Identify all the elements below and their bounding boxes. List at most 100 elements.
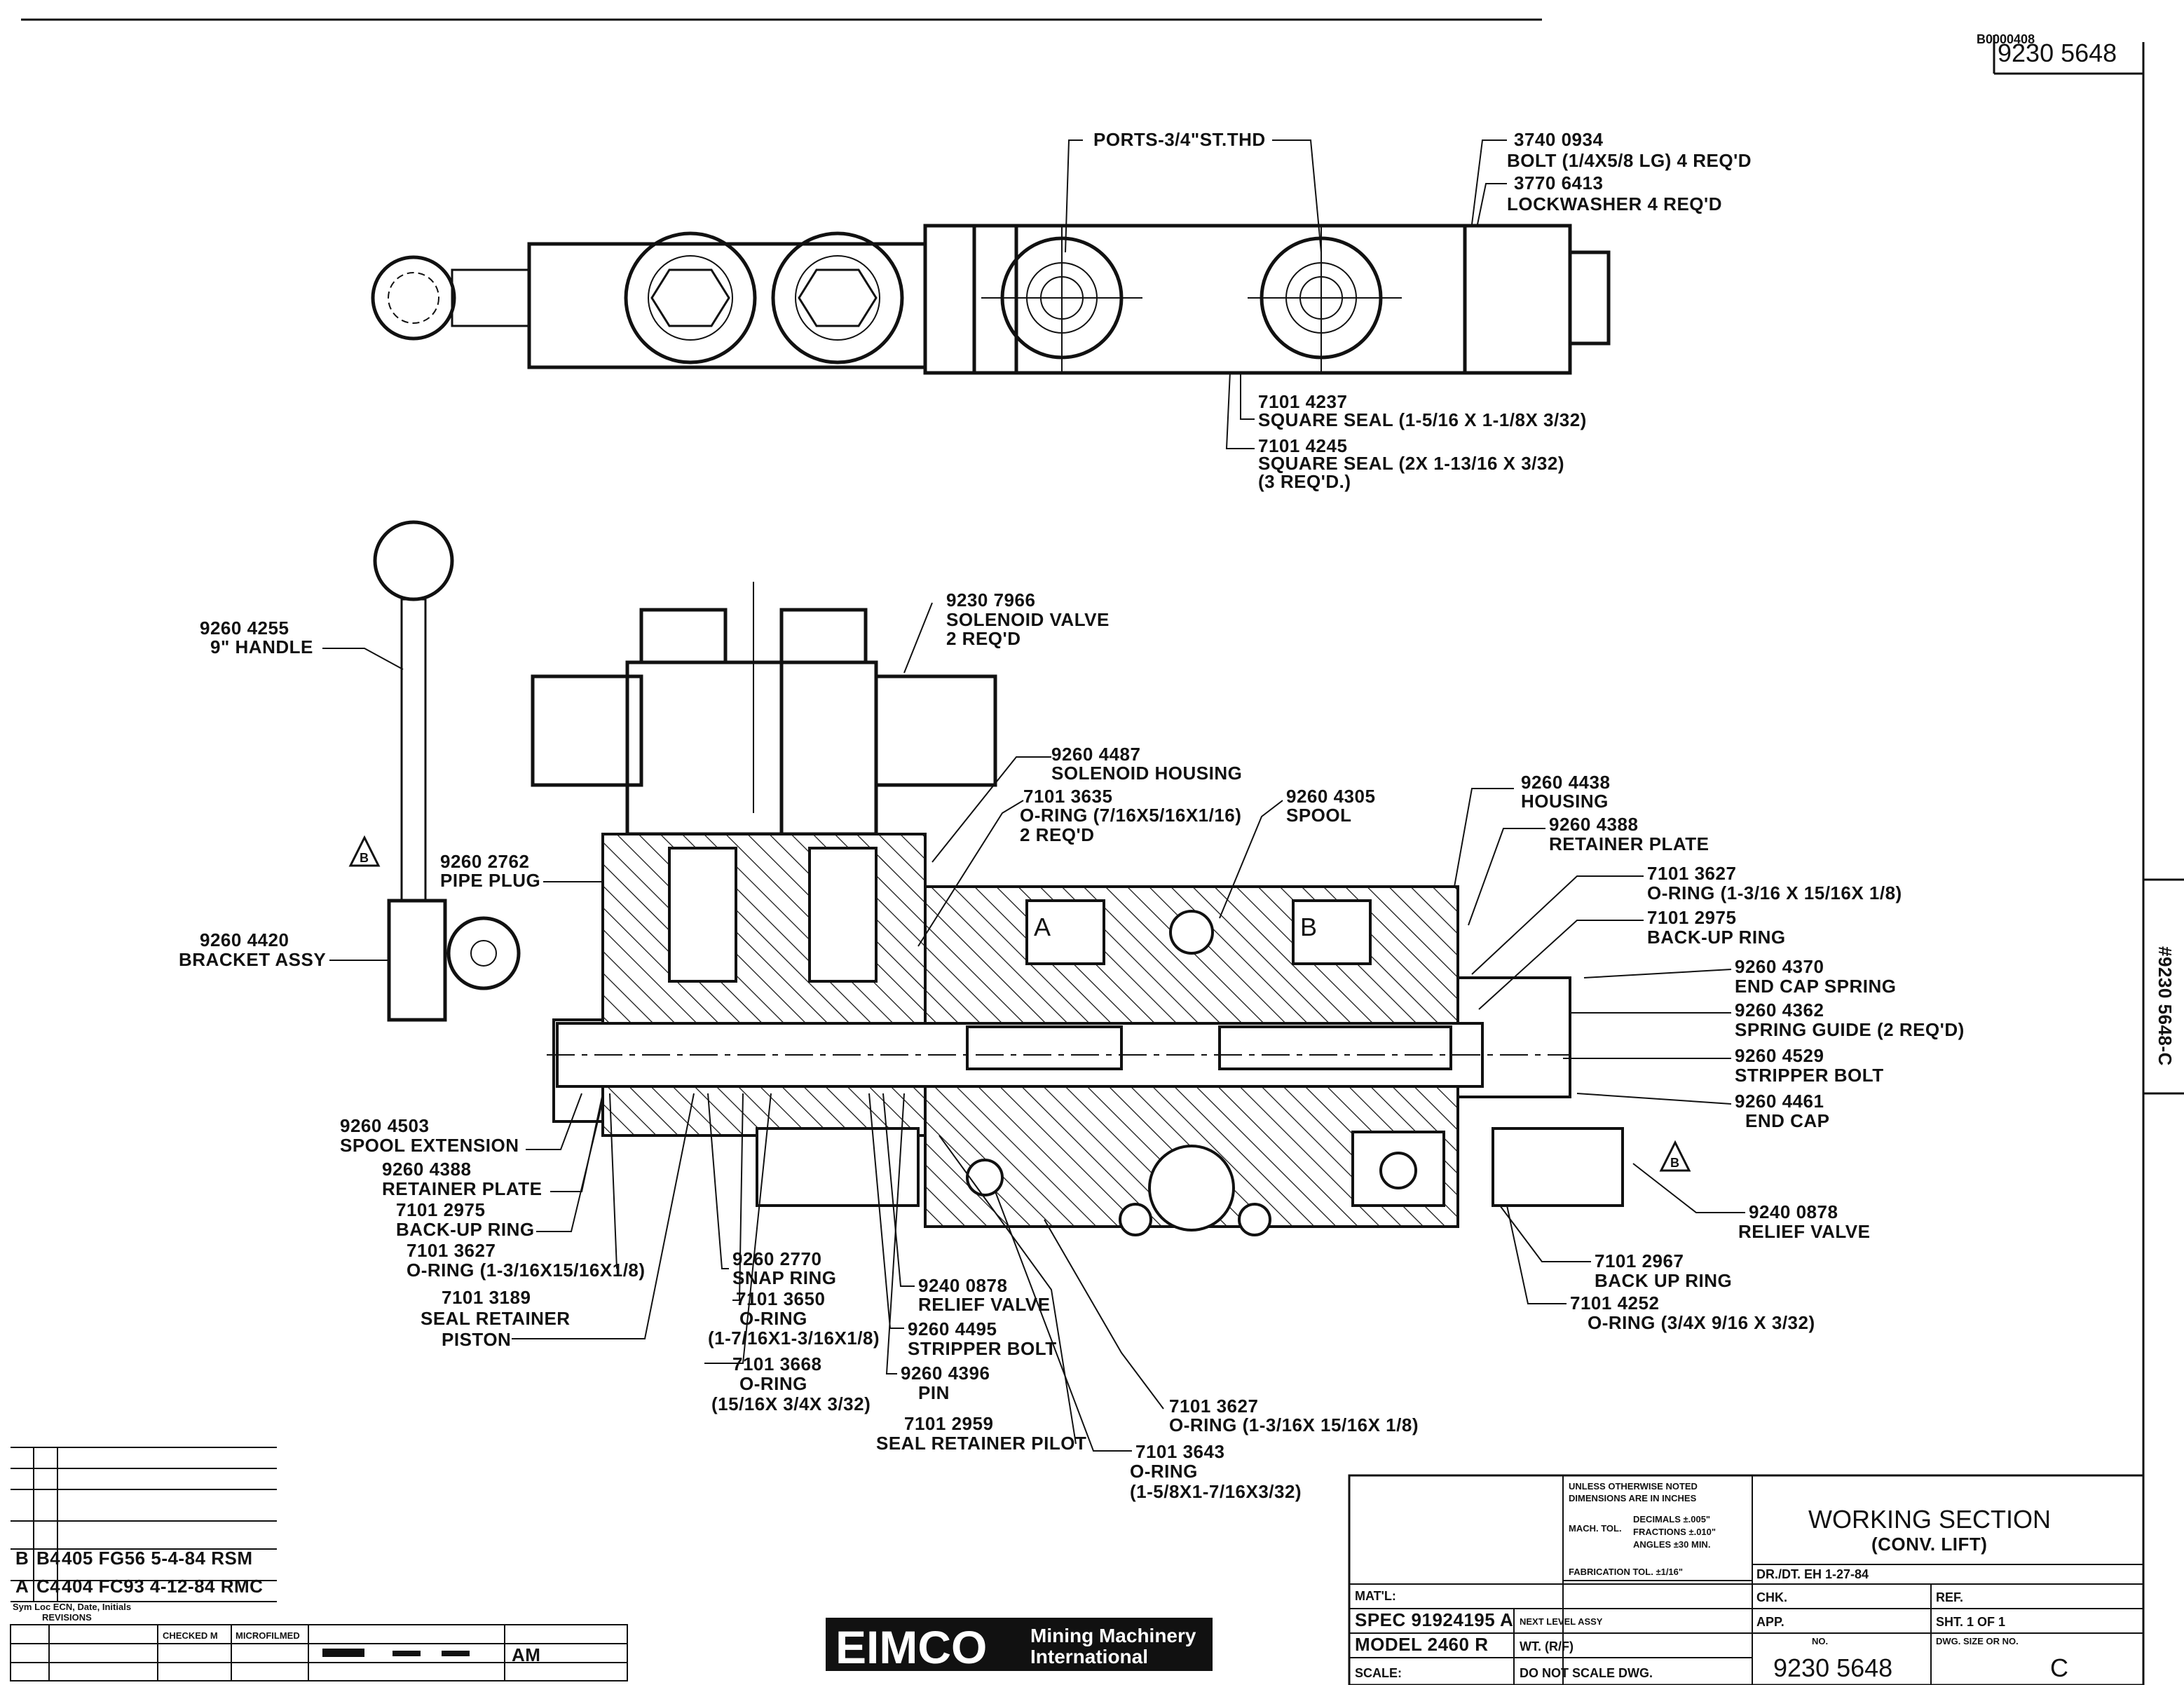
svg-text:B: B bbox=[360, 851, 369, 865]
tb-mach-tol: MACH. TOL. bbox=[1569, 1523, 1622, 1534]
tb-notes-2: DIMENSIONS ARE IN INCHES bbox=[1569, 1493, 1697, 1503]
tb-drdt: DR./DT. EH 1-27-84 bbox=[1756, 1567, 1869, 1581]
tb-number: 9230 5648 bbox=[1773, 1653, 1892, 1682]
label-oring-3643: 7101 3643 O-RING (1-5/8X1-7/16X3/32) bbox=[1130, 1441, 1302, 1502]
svg-text:AM: AM bbox=[512, 1644, 540, 1665]
svg-text:O-RING: O-RING bbox=[1130, 1461, 1198, 1482]
svg-text:BOLT (1/4X5/8 LG) 4 REQ'D: BOLT (1/4X5/8 LG) 4 REQ'D bbox=[1507, 150, 1752, 171]
svg-text:(1-7/16X1-3/16X1/8): (1-7/16X1-3/16X1/8) bbox=[708, 1328, 880, 1349]
svg-text:7101 3627: 7101 3627 bbox=[407, 1240, 496, 1261]
svg-text:7101 2959: 7101 2959 bbox=[904, 1413, 993, 1434]
section-view bbox=[373, 520, 1624, 1236]
svg-text:9260 4420: 9260 4420 bbox=[200, 929, 289, 950]
sheet-border bbox=[21, 18, 2184, 1685]
svg-text:B: B bbox=[1670, 1156, 1679, 1170]
port-a-letter: A bbox=[1034, 913, 1051, 941]
rev-cols: Sym Loc ECN, Date, Initials bbox=[13, 1602, 131, 1612]
tb-do-not-scale: DO NOT SCALE DWG. bbox=[1520, 1666, 1653, 1680]
svg-text:MICROFILMED: MICROFILMED bbox=[236, 1630, 300, 1641]
svg-text:2 REQ'D: 2 REQ'D bbox=[946, 628, 1021, 649]
label-end-cap-spring: 9260 4370 END CAP SPRING bbox=[1735, 956, 1896, 997]
top-view bbox=[371, 224, 1611, 375]
svg-text:O-RING (1-3/16X 15/16X 1/8): O-RING (1-3/16X 15/16X 1/8) bbox=[1169, 1414, 1419, 1435]
svg-text:7101 3668: 7101 3668 bbox=[732, 1353, 821, 1374]
svg-text:RETAINER PLATE: RETAINER PLATE bbox=[1549, 833, 1709, 854]
section-leaders bbox=[322, 602, 1745, 1452]
label-handle: 9260 4255 9" HANDLE bbox=[200, 618, 313, 657]
title-block: UNLESS OTHERWISE NOTED DIMENSIONS ARE IN… bbox=[1348, 1474, 2145, 1685]
tb-fab-tol: FABRICATION TOL. ±1/16" bbox=[1569, 1567, 1683, 1577]
svg-text:7101 2975: 7101 2975 bbox=[1647, 907, 1736, 928]
svg-text:BACK UP RING: BACK UP RING bbox=[1595, 1270, 1732, 1291]
tb-chk: CHK. bbox=[1756, 1590, 1787, 1604]
svg-text:9260 2770: 9260 2770 bbox=[732, 1248, 821, 1269]
svg-text:7101 3627: 7101 3627 bbox=[1169, 1396, 1258, 1417]
svg-text:9230 7966: 9230 7966 bbox=[946, 589, 1035, 610]
svg-text:O-RING: O-RING bbox=[739, 1308, 807, 1329]
svg-text:7101 3627: 7101 3627 bbox=[1647, 863, 1736, 884]
label-solenoid-valve: 9230 7966 SOLENOID VALVE 2 REQ'D bbox=[946, 589, 1109, 649]
svg-text:9260 2762: 9260 2762 bbox=[440, 851, 529, 872]
svg-text:(1-5/8X1-7/16X3/32): (1-5/8X1-7/16X3/32) bbox=[1130, 1481, 1302, 1502]
tb-model: MODEL 2460 R bbox=[1355, 1634, 1488, 1655]
label-solenoid-housing: 9260 4487 SOLENOID HOUSING bbox=[1051, 744, 1242, 784]
label-oring-3627-bottom: 7101 3627 O-RING (1-3/16X 15/16X 1/8) bbox=[1169, 1396, 1419, 1435]
label-relief-valve-right: 9240 0878 RELIEF VALVE bbox=[1738, 1201, 1870, 1242]
svg-text:O-RING (7/16X5/16X1/16): O-RING (7/16X5/16X1/16) bbox=[1020, 805, 1241, 826]
tb-decimals: DECIMALS ±.005" bbox=[1633, 1514, 1710, 1524]
label-square-seal-2: 7101 4245 SQUARE SEAL (2X 1-13/16 X 3/32… bbox=[1258, 435, 1564, 492]
label-seal-retainer-piston: 7101 3189 SEAL RETAINER PISTON bbox=[421, 1287, 571, 1350]
label-oring-left: 7101 3627 O-RING (1-3/16X15/16X1/8) bbox=[407, 1240, 645, 1281]
svg-text:SOLENOID HOUSING: SOLENOID HOUSING bbox=[1051, 763, 1242, 784]
label-backup-left: 7101 2975 BACK-UP RING bbox=[396, 1199, 535, 1240]
svg-text:SPOOL EXTENSION: SPOOL EXTENSION bbox=[340, 1135, 519, 1156]
rev-b-text: 405 FG56 5-4-84 RSM bbox=[62, 1548, 253, 1569]
svg-text:RETAINER PLATE: RETAINER PLATE bbox=[382, 1178, 542, 1199]
svg-text:9260 4255: 9260 4255 bbox=[200, 618, 289, 639]
eimco-logo: EIMCO Mining Machinery International bbox=[826, 1618, 1213, 1673]
rev-b-letter: B bbox=[15, 1548, 29, 1569]
svg-text:7101 4245: 7101 4245 bbox=[1258, 435, 1347, 456]
svg-text:HOUSING: HOUSING bbox=[1521, 791, 1609, 812]
rev-a-letter: A bbox=[15, 1576, 29, 1597]
svg-text:9260 4529: 9260 4529 bbox=[1735, 1045, 1824, 1066]
svg-text:BACK-UP RING: BACK-UP RING bbox=[396, 1219, 535, 1240]
svg-text:END CAP SPRING: END CAP SPRING bbox=[1735, 976, 1896, 997]
rev-header: REVISIONS bbox=[42, 1612, 92, 1623]
tb-ref: REF. bbox=[1936, 1590, 1963, 1604]
tb-size: C bbox=[2050, 1653, 2068, 1682]
svg-text:STRIPPER BOLT: STRIPPER BOLT bbox=[1735, 1065, 1884, 1086]
label-pin: 9260 4396 PIN bbox=[901, 1363, 990, 1403]
label-square-seal-1: 7101 4237 SQUARE SEAL (1-5/16 X 1-1/8X 3… bbox=[1258, 391, 1586, 430]
svg-text:SPRING GUIDE (2 REQ'D): SPRING GUIDE (2 REQ'D) bbox=[1735, 1019, 1965, 1040]
corner-number: 9230 5648 bbox=[1998, 39, 2117, 67]
label-relief-valve-middle: 9240 0878 RELIEF VALVE bbox=[918, 1275, 1050, 1315]
svg-text:3770 6413: 3770 6413 bbox=[1514, 172, 1603, 193]
tb-title: WORKING SECTION bbox=[1808, 1505, 2051, 1534]
svg-text:9260 4461: 9260 4461 bbox=[1735, 1091, 1824, 1112]
svg-text:SQUARE SEAL (2X 1-13/16 X 3/32: SQUARE SEAL (2X 1-13/16 X 3/32) bbox=[1258, 453, 1564, 474]
svg-text:SNAP RING: SNAP RING bbox=[732, 1267, 837, 1288]
svg-text:7101 2967: 7101 2967 bbox=[1595, 1250, 1684, 1271]
svg-text:O-RING: O-RING bbox=[739, 1373, 807, 1394]
label-lockwasher: 3770 6413 LOCKWASHER 4 REQ'D bbox=[1507, 172, 1722, 214]
svg-text:(15/16X 3/4X 3/32): (15/16X 3/4X 3/32) bbox=[711, 1393, 871, 1414]
tb-subtitle: (CONV. LIFT) bbox=[1871, 1534, 1987, 1555]
svg-text:7101 3189: 7101 3189 bbox=[442, 1287, 531, 1308]
port-b-letter: B bbox=[1300, 913, 1317, 941]
svg-text:9260 4503: 9260 4503 bbox=[340, 1115, 429, 1136]
tb-matl: MAT'L: bbox=[1355, 1589, 1396, 1603]
svg-text:SPOOL: SPOOL bbox=[1286, 805, 1352, 826]
top-view-leaders bbox=[1065, 139, 1507, 449]
label-oring-right: 7101 3627 O-RING (1-3/16 X 15/16X 1/8) bbox=[1647, 863, 1902, 903]
label-pipe-plug: 9260 2762 PIPE PLUG bbox=[440, 851, 540, 891]
label-retainer-plate-left: 9260 4388 RETAINER PLATE bbox=[382, 1159, 542, 1199]
tb-app: APP. bbox=[1756, 1615, 1784, 1629]
svg-text:SEAL RETAINER: SEAL RETAINER bbox=[421, 1308, 571, 1329]
svg-text:LOCKWASHER 4 REQ'D: LOCKWASHER 4 REQ'D bbox=[1507, 193, 1722, 214]
label-seal-retainer-pilot: 7101 2959 SEAL RETAINER PILOT bbox=[876, 1413, 1086, 1454]
svg-text:7101 3643: 7101 3643 bbox=[1135, 1441, 1224, 1462]
rev-marker-right: B bbox=[1659, 1140, 1691, 1172]
logo-line1: Mining Machinery bbox=[1030, 1625, 1196, 1646]
